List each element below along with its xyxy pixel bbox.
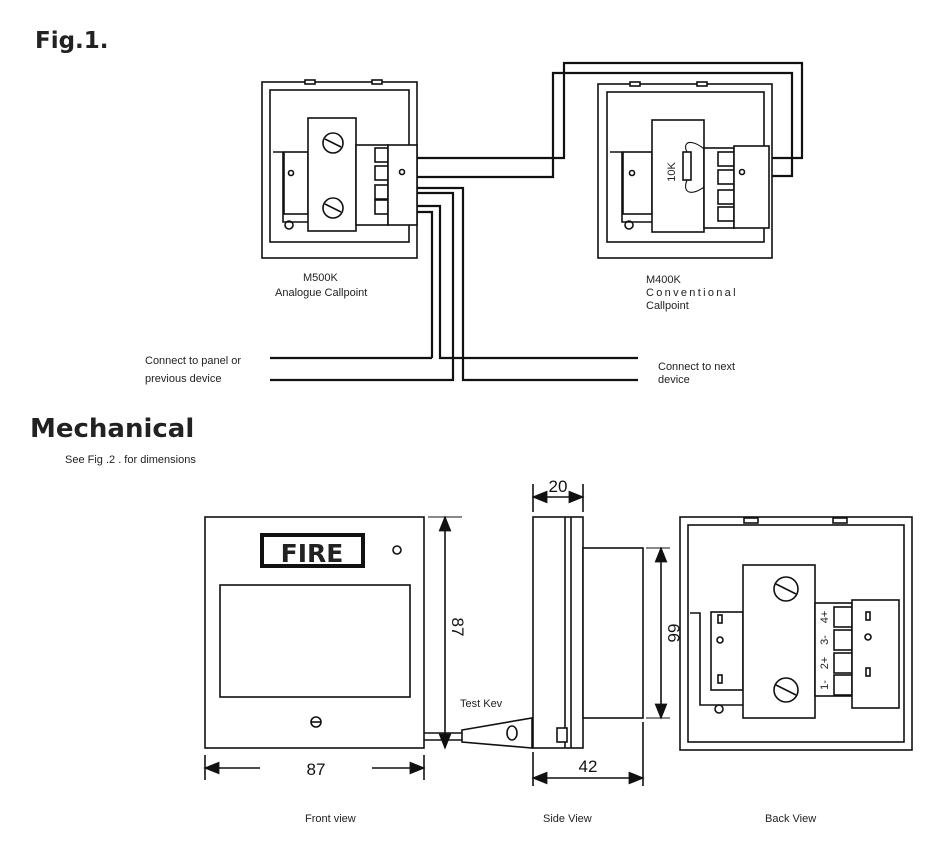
- m400k-description-line1: Conventional: [646, 287, 738, 299]
- front-view: [203, 515, 533, 780]
- m500k-callpoint: [261, 79, 418, 259]
- terminal-label-4: 4+: [819, 611, 831, 624]
- back-view-caption: Back View: [765, 813, 816, 825]
- front-view-caption: Front view: [305, 813, 356, 825]
- m500k-description-label: Analogue Callpoint: [275, 287, 367, 299]
- right-connect-label-2: device: [658, 374, 690, 386]
- side-height-dimension: 66: [664, 624, 683, 643]
- front-width-dimension: 87: [307, 760, 326, 779]
- side-top-depth-dimension: 20: [549, 477, 568, 496]
- back-view: [679, 516, 913, 751]
- right-connect-label-1: Connect to next: [658, 361, 735, 373]
- fig1-title: Fig.1.: [35, 28, 109, 54]
- m400k-description-line2: Callpoint: [646, 300, 689, 312]
- left-connect-label-1: Connect to panel or: [145, 355, 241, 367]
- fire-sign: FIRE: [281, 539, 344, 568]
- left-connect-label-2: previous device: [145, 373, 221, 385]
- side-view: [531, 484, 670, 786]
- dimensions-note: See Fig .2 . for dimensions: [65, 454, 196, 466]
- m400k-callpoint: [597, 81, 773, 259]
- terminal-label-2: 2+: [819, 657, 831, 670]
- side-bottom-depth-dimension: 42: [579, 757, 598, 776]
- test-key-label: Test Kev: [460, 698, 503, 710]
- terminal-label-3: 3-: [819, 635, 831, 645]
- front-height-dimension: 87: [448, 618, 467, 637]
- m500k-model-label: M500K: [303, 272, 339, 284]
- mechanical-heading: Mechanical: [30, 414, 194, 444]
- m400k-model-label: M400K: [646, 274, 682, 286]
- terminal-label-1: 1-: [819, 680, 831, 690]
- side-view-caption: Side View: [543, 813, 592, 825]
- resistor-label: 10K: [666, 162, 678, 182]
